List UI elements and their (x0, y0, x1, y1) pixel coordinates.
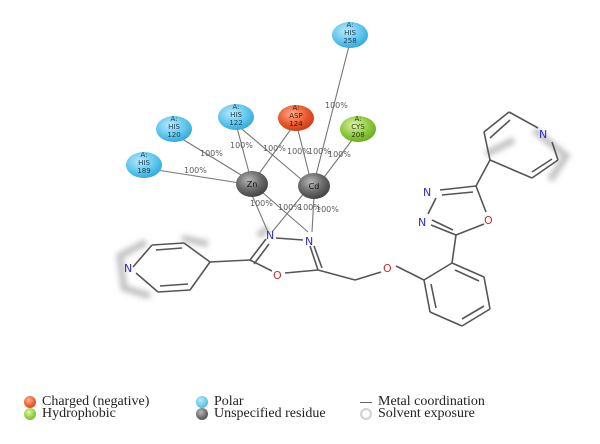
polar-residue-circle (126, 152, 162, 178)
charged-legend-dot (24, 396, 36, 408)
residue-number: 122 (229, 119, 242, 127)
legend-metal-label: Metal coordination (378, 394, 485, 409)
metal-label: Zn (247, 180, 258, 189)
residue-number: 258 (343, 37, 356, 45)
residue-node-his122[interactable]: A: HIS 122 (218, 103, 254, 130)
polar-legend-dot (196, 396, 208, 408)
residue-nodes: A: HIS 258 A: HIS 122 A: ASP 124 A: HIS … (126, 21, 376, 178)
metal-ion-cd[interactable]: Cd (298, 173, 330, 199)
metal-ions: Zn Cd (236, 171, 330, 199)
residue-node-asp124[interactable]: A: ASP 124 (278, 104, 314, 131)
coord-line-cd-n1 (271, 191, 306, 233)
bond-label: 100% (263, 144, 286, 153)
coord-line-zn-n2 (261, 191, 309, 233)
residue-number: 208 (351, 131, 364, 139)
residue-name: HIS (138, 159, 150, 167)
polar-residue-circle (156, 116, 192, 142)
legend-hydrophobic-label: Hydrophobic (42, 406, 116, 421)
metal-coordination-legend-line (360, 402, 372, 403)
residue-node-his189[interactable]: A: HIS 189 (126, 151, 162, 178)
nitrogen-atom: N (418, 216, 426, 229)
nitrogen-atom: N (124, 262, 132, 275)
residue-chain: A: (354, 115, 361, 123)
residue-name: CYS (351, 123, 365, 131)
unspecified-legend-dot (196, 408, 208, 420)
residue-number: 189 (137, 167, 150, 175)
metal-ion-circle (236, 171, 268, 197)
residue-name: HIS (344, 29, 356, 37)
bond-percent-labels: 100% 100% 100% 100% 100% 100% 100% 100% … (184, 101, 351, 214)
residue-chain: A: (232, 103, 239, 111)
nitrogen-atom: N (266, 229, 274, 242)
oxygen-atom: O (383, 262, 392, 275)
residue-node-his120[interactable]: A: HIS 120 (156, 115, 192, 142)
polar-residue-circle (332, 22, 368, 48)
oxygen-atom: O (484, 214, 493, 227)
coord-line-his122-cd (235, 123, 303, 181)
hydrophobic-residue-circle (340, 116, 376, 142)
residue-chain: A: (346, 21, 353, 29)
residue-number: 124 (289, 120, 303, 128)
bond-label: 100% (278, 203, 301, 212)
coord-line-his122-zn (235, 123, 252, 181)
residue-node-his258[interactable]: A: HIS 258 (332, 21, 368, 48)
polar-residue-circle (218, 104, 254, 130)
metal-ion-zn[interactable]: Zn (236, 171, 268, 197)
legend-unspecified-label: Unspecified residue (214, 406, 326, 421)
residue-name: HIS (168, 123, 180, 131)
nitrogen-atom: N (423, 186, 431, 199)
charged-residue-circle (278, 105, 314, 131)
solvent-exposure-legend-icon (360, 408, 372, 420)
solvent-halo (531, 127, 571, 182)
legend-solvent-label: Solvent exposure (378, 406, 475, 421)
solvent-halo (484, 136, 516, 158)
bond-label: 100% (184, 166, 207, 175)
coord-line-zn-n1 (251, 194, 269, 233)
ligand-bonds (132, 111, 559, 327)
bond-label: 100% (287, 147, 310, 156)
bond-label: 100% (316, 205, 339, 214)
residue-chain: A: (140, 151, 147, 159)
coord-line-asp124-cd (295, 121, 311, 179)
residue-node-cys208[interactable]: A: CYS 208 (340, 115, 376, 142)
legend-polar-label: Polar (214, 394, 244, 409)
bond-label: 100% (325, 101, 348, 110)
coord-line-his120-zn (173, 133, 247, 179)
residue-name: HIS (230, 111, 242, 119)
bond-label: 100% (328, 150, 351, 159)
metal-label: Cd (309, 182, 320, 191)
oxygen-atom: O (273, 269, 282, 282)
bond-label: 100% (298, 203, 321, 212)
bond-label: 100% (200, 149, 223, 158)
residue-chain: A: (170, 115, 177, 123)
bond-label: 100% (308, 147, 331, 156)
hydrophobic-legend-dot (24, 408, 36, 420)
residue-number: 120 (167, 131, 180, 139)
coord-line-asp124-zn (255, 121, 297, 179)
nitrogen-atom: N (539, 128, 547, 141)
solvent-halo (116, 238, 152, 300)
atom-labels: N N N O O N N O N (124, 128, 547, 282)
interaction-diagram: 100% 100% 100% 100% 100% 100% 100% 100% … (116, 21, 571, 327)
bond-label: 100% (250, 199, 273, 208)
solvent-exposure-halos (116, 127, 571, 300)
bond-label: 100% (230, 141, 253, 150)
coord-line-his258-cd (313, 41, 351, 184)
residue-name: ASP (289, 112, 302, 120)
legend-charged-label: Charged (negative) (42, 394, 150, 409)
residue-chain: A: (292, 104, 299, 112)
solvent-halo (181, 234, 209, 248)
nitrogen-atom: N (305, 235, 313, 248)
coord-line-cd-n2 (311, 195, 315, 233)
metal-ion-circle (298, 173, 330, 199)
